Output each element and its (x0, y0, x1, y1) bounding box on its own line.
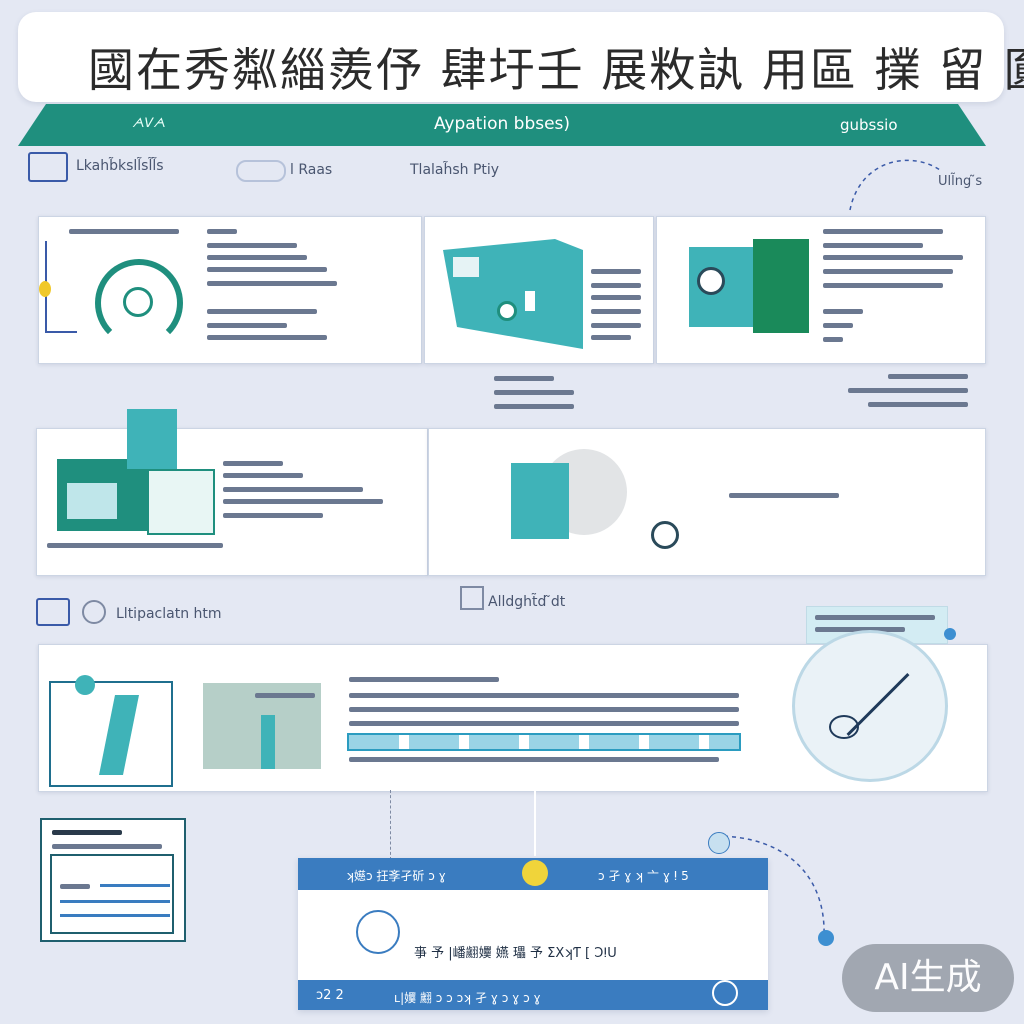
banner-center-label: Aypation bbses) (433, 114, 571, 134)
factory-tower (127, 409, 177, 469)
ai-generated-badge: AI生成 (842, 944, 1014, 1012)
node-dot-3 (818, 930, 834, 946)
dashed-connector (849, 159, 941, 211)
summary-head-right: ɔ 孑 ɣ ʞ 亠 ɣ ⵑ 5 (598, 869, 689, 883)
summary-foot-left: ɔ2 2 (316, 988, 344, 1003)
tank-illustration (511, 463, 569, 539)
card-2[interactable] (424, 216, 654, 364)
banner-right-label: gubssio (840, 116, 898, 134)
device-icon (36, 598, 70, 626)
tools-frame (49, 681, 173, 787)
window-shape (453, 257, 479, 277)
badge-icon (356, 910, 400, 954)
summary-head-left: ʞ嬨ɔ 抂斈孑斫 ɔ ɣ (346, 869, 446, 883)
section2-tab[interactable]: Alldght̃d ̃dt (488, 594, 566, 610)
progress-strip (347, 733, 741, 751)
porthole-shape (497, 301, 517, 321)
probe-shape (829, 715, 859, 739)
photo-figure (261, 715, 275, 769)
image-icon (460, 586, 484, 610)
bulb-icon (39, 281, 51, 297)
document-inner-frame (50, 854, 174, 934)
globe-icon (712, 980, 738, 1006)
magnifier-graphic (792, 630, 948, 782)
card-5[interactable] (428, 428, 986, 576)
section2-label: Lltipaclatn htm (116, 606, 222, 622)
node-dot (944, 628, 956, 640)
folder-icon (28, 152, 68, 182)
summary-main-text: 亊 予 |嶓翽嬽 嬿 瓃 予 ΣXʞƬ [ ƆⵑU (414, 946, 617, 961)
summary-card[interactable]: ʞ嬨ɔ 抂斈孑斫 ɔ ɣ ɔ 孑 ɣ ʞ 亠 ɣ ⵑ 5 亊 予 |嶓翽嬽 嬿 … (298, 858, 768, 1010)
bulb-outline-icon (82, 600, 106, 624)
tab-pill[interactable] (236, 160, 286, 182)
node-dot-2 (708, 832, 730, 854)
summary-foot-right: ʟ|嬽 翽 ɔ ɔ ɔʞ 孑 ɣ ɔ ɣ ɔ ɣ (394, 991, 541, 1005)
eye-icon (123, 287, 153, 317)
door-shape (525, 291, 535, 311)
floating-note-right (848, 374, 978, 414)
banner-left-label: ᗅᐯᗅ (132, 116, 166, 131)
card-4[interactable] (36, 409, 428, 576)
section1-tab2[interactable]: Tlalah̃sh Ptiy (410, 162, 500, 178)
factory-annex (147, 469, 215, 535)
gauge-icon (95, 259, 183, 347)
section1-right-label: Ull̃ng ̃s (938, 174, 983, 189)
title-card: 國在秀粼緇羨伃 肆圩壬 展敉訙 用區 擈 留 圎 (18, 12, 1024, 102)
connector-dashed (390, 790, 391, 860)
machine-illustration (443, 239, 583, 349)
banner-text-wrap: ᗅᐯᗅ Aypation bbses) gubssio (18, 104, 986, 146)
summary-card-footer: ɔ2 2 ʟ|嬽 翽 ɔ ɔ ɔʞ 孑 ɣ ɔ ɣ ɔ ɣ (298, 980, 768, 1010)
card-3[interactable] (656, 216, 986, 364)
section1-label: Lkahb̃ksll̃sl̃l̃s (76, 158, 164, 174)
factory-window (67, 483, 117, 519)
dashed-arc (715, 835, 825, 937)
card-1[interactable] (38, 216, 422, 364)
tool-knob (75, 675, 95, 695)
dial-icon (697, 267, 725, 295)
connector-line (534, 790, 536, 856)
header-banner (18, 104, 986, 146)
document-icon (40, 818, 186, 942)
boiler-side (753, 239, 809, 333)
floating-note (494, 372, 594, 432)
section1-tab1[interactable]: l Raas (290, 162, 333, 178)
page-title: 國在秀粼緇羨伃 肆圩壬 展敉訙 用區 擈 留 圎 (88, 43, 1024, 97)
lightbulb-icon (522, 860, 548, 886)
gear-icon (651, 521, 679, 549)
